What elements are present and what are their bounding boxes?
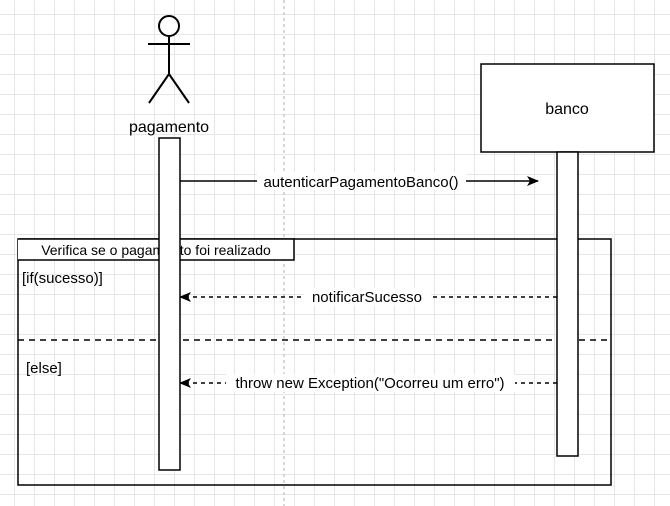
fragment-frame (17, 238, 612, 486)
participant-pagamento-label: pagamento (129, 119, 209, 136)
message-autenticar-label: autenticarPagamentoBanco() (263, 174, 458, 191)
guard-else-label: [else] (26, 360, 62, 377)
message-throw-label-bg (226, 374, 515, 392)
message-autenticar-label-bg (257, 172, 466, 190)
participant-banco-box[interactable] (480, 63, 655, 153)
message-throw[interactable]: throw new Exception("Ocorreu um erro") (179, 374, 557, 392)
actor-head (158, 15, 180, 37)
fragment-title-tab (18, 238, 295, 261)
activation-bar-banco[interactable] (556, 151, 579, 457)
guard-if-label: [if(sucesso)] (22, 270, 103, 287)
fragment-title: Verifica se o pagamento foi realizado (41, 242, 271, 258)
actor-right-leg (168, 73, 190, 104)
message-notificar-label-bg (304, 288, 431, 306)
message-notificar[interactable]: notificarSucesso (179, 288, 557, 306)
activation-bar-pagamento[interactable] (158, 137, 181, 471)
alt-fragment: Verifica se o pagamento foi realizado [i… (17, 238, 612, 486)
message-notificar-label: notificarSucesso (312, 289, 422, 306)
participant-banco-label: banco (545, 101, 589, 118)
message-autenticar[interactable]: autenticarPagamentoBanco() (180, 172, 539, 191)
participant-pagamento-actor[interactable] (148, 15, 190, 104)
actor-left-leg (148, 73, 170, 104)
message-throw-label: throw new Exception("Ocorreu um erro") (235, 375, 504, 392)
